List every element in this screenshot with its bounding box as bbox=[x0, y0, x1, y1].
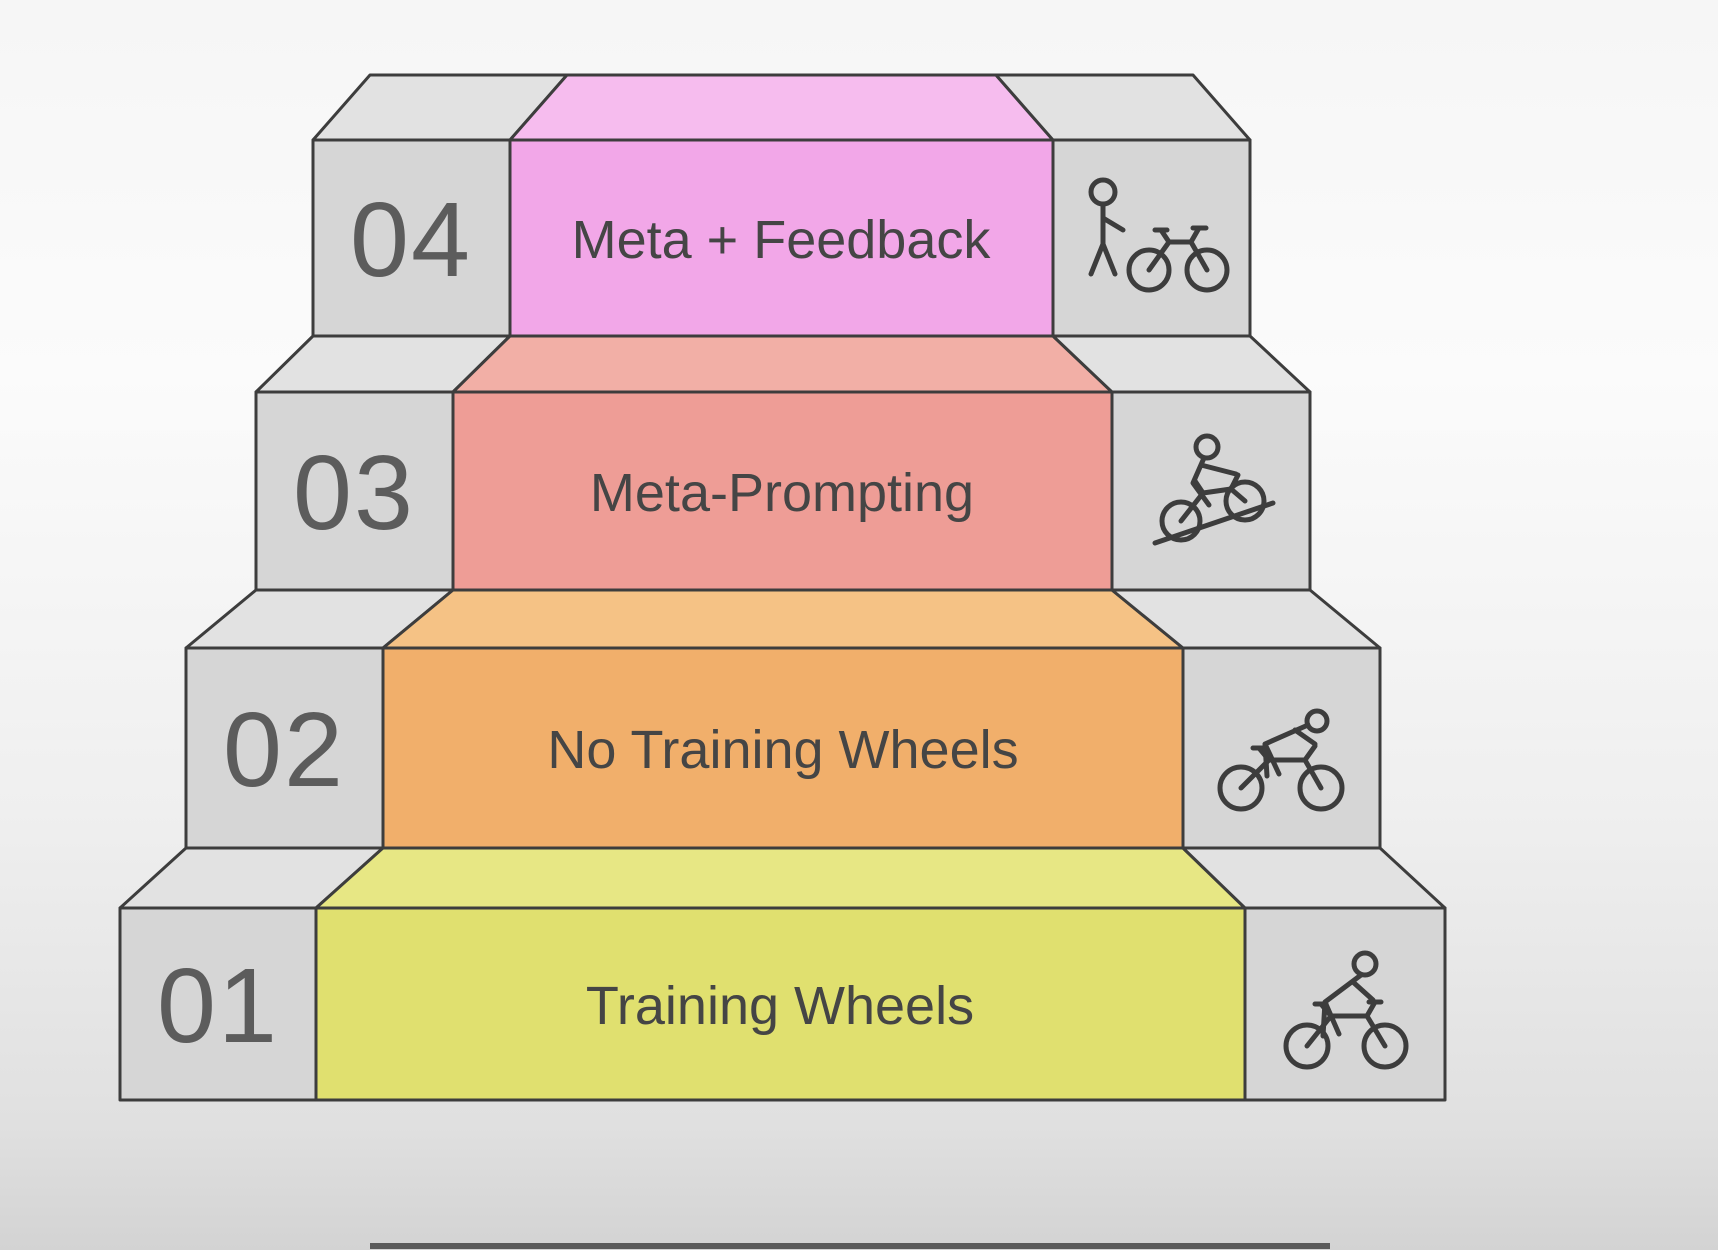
cyclist-racing-icon bbox=[1217, 708, 1345, 812]
step-02: 02 No Training Wheels bbox=[184, 588, 1382, 850]
step-01-label: Training Wheels bbox=[586, 976, 974, 1036]
step-03-number: 03 bbox=[293, 434, 415, 552]
step-01-icon-block bbox=[1243, 906, 1447, 1102]
cyclist-riding-icon bbox=[1283, 950, 1409, 1070]
step-03: 03 Meta-Prompting bbox=[254, 334, 1312, 592]
step-04-icon-block bbox=[1051, 138, 1252, 338]
step-02-number: 02 bbox=[223, 691, 345, 809]
step-01-number: 01 bbox=[157, 947, 279, 1065]
step-04-label: Meta + Feedback bbox=[572, 210, 992, 270]
bottom-edge-line bbox=[370, 1243, 1330, 1249]
step-03-label: Meta-Prompting bbox=[590, 463, 974, 523]
step-01: 01 Training Wheels bbox=[118, 846, 1447, 1102]
step-03-top-center-face bbox=[451, 334, 1114, 394]
step-02-icon-block bbox=[1181, 646, 1382, 850]
step-04-number: 04 bbox=[350, 181, 472, 299]
step-01-top-center-face bbox=[314, 846, 1247, 910]
step-02-label: No Training Wheels bbox=[547, 720, 1018, 780]
person-with-bicycle-icon bbox=[1088, 177, 1230, 293]
step-02-top-center-face bbox=[381, 588, 1185, 650]
step-04-top-center-face bbox=[508, 73, 1055, 142]
step-04: 04 Meta + Feedback bbox=[311, 73, 1252, 338]
cyclist-hill-icon bbox=[1152, 433, 1276, 546]
